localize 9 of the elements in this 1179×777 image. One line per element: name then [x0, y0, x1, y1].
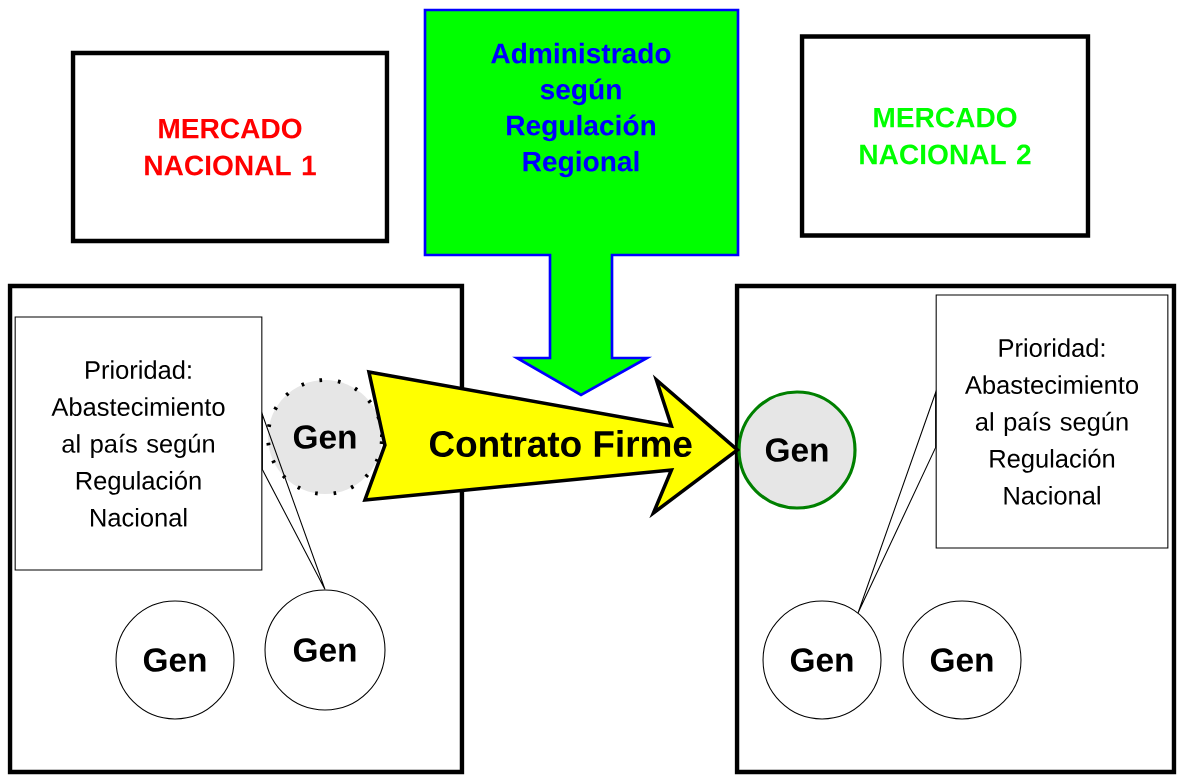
leader-line [857, 389, 937, 614]
market-box: MERCADO NACIONAL 1 [70, 50, 390, 244]
market-box: MERCADO NACIONAL 2 [799, 34, 1091, 238]
callout-box: Prioridad: Abastecimiento al país según Regulación Nacional [14, 316, 263, 571]
down-arrow-box: Administrado según Regulación Regional [423, 8, 740, 397]
leader-line [261, 411, 326, 590]
callout-box: Prioridad: Abastecimiento al país según Regulación Nacional [935, 294, 1169, 549]
market-frame [734, 283, 1177, 775]
edge-label: Contrato Firme [426, 428, 695, 459]
